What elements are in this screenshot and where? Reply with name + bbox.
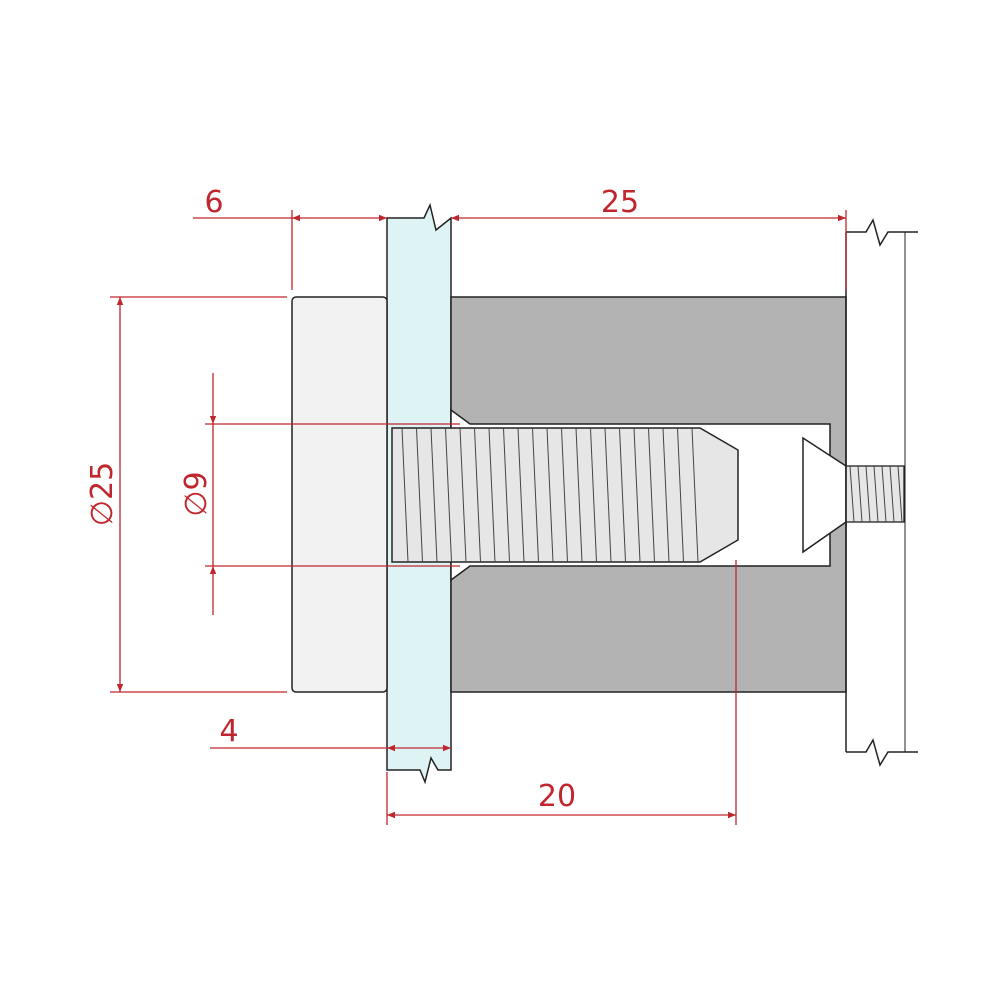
dimension-bolt-length: 20	[386, 560, 737, 825]
thread-line	[604, 427, 612, 563]
thread-line	[575, 427, 583, 563]
screw-thread-line	[881, 465, 887, 523]
dim-label-25: 25	[601, 185, 639, 220]
thread-line	[590, 427, 597, 563]
thread-line	[532, 427, 539, 563]
dim-label-4: 4	[219, 714, 238, 749]
thread-line	[517, 427, 525, 563]
thread-line	[677, 427, 684, 563]
thread-line	[561, 427, 568, 563]
dimension-cap-diameter: ∅25	[85, 296, 287, 693]
dim-label-20: 20	[538, 779, 576, 814]
dim-label-diameter-25: ∅25	[85, 462, 120, 526]
thread-line	[619, 427, 626, 563]
dimension-bolt-diameter: ∅9	[179, 373, 460, 615]
thread-line	[503, 427, 510, 563]
dimension-glass-thickness: 4	[210, 714, 451, 752]
screw-thread-line	[849, 465, 855, 523]
screw-thread-line	[889, 465, 895, 523]
thread-line	[648, 427, 655, 563]
screw-thread-line	[865, 465, 871, 523]
wall-section	[845, 218, 918, 767]
thread-line	[401, 427, 409, 563]
cap	[291, 296, 388, 693]
thread-line	[662, 427, 670, 563]
dim-label-6: 6	[204, 185, 223, 220]
thread-line	[445, 427, 452, 563]
dimension-standoff-length: 25	[451, 185, 847, 290]
thread-line	[633, 427, 641, 563]
threaded-bolt	[391, 427, 739, 563]
dimension-cap-thickness: 6	[193, 185, 387, 290]
screw-thread-line	[873, 465, 879, 523]
thread-line	[691, 427, 699, 563]
thread-line	[430, 427, 438, 563]
screw-thread-line	[897, 465, 903, 523]
screw-thread-line	[857, 465, 863, 523]
dim-label-diameter-9: ∅9	[179, 471, 214, 516]
thread-line	[488, 427, 496, 563]
countersunk-screw	[802, 436, 905, 554]
thread-line	[546, 427, 554, 563]
thread-line	[474, 427, 481, 563]
thread-line	[416, 427, 423, 563]
thread-line	[459, 427, 467, 563]
